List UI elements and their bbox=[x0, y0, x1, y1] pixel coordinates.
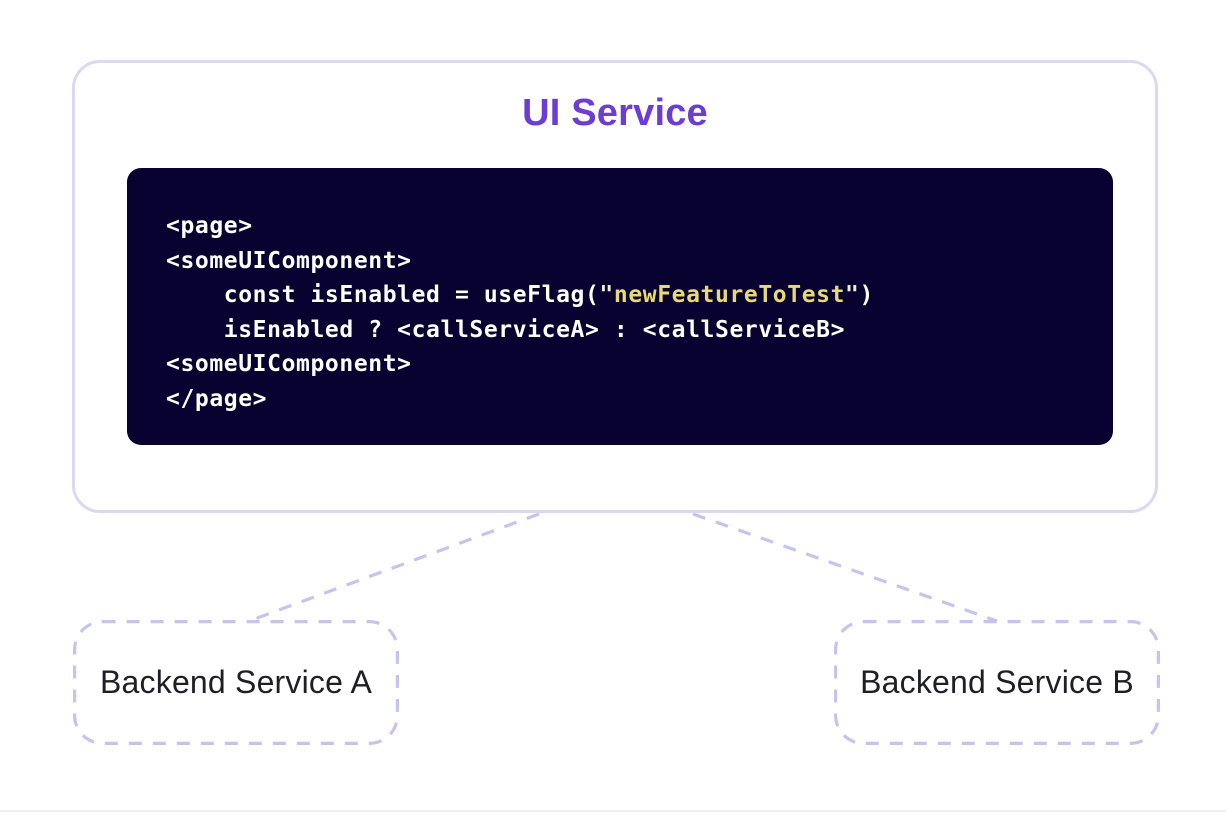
backend-service-a-node: Backend Service A bbox=[73, 620, 399, 745]
code-token: isEnabled ? <callServiceA> : <callServic… bbox=[166, 316, 846, 343]
code-line: <someUIComponent> bbox=[166, 244, 1083, 279]
ui-service-node: UI Service <page> <someUIComponent> const… bbox=[72, 60, 1158, 513]
code-token: newFeatureToTest bbox=[613, 282, 846, 309]
code-line: </page> bbox=[166, 382, 1083, 417]
code-token: const isEnabled = useFlag( bbox=[166, 282, 600, 309]
code-line: <someUIComponent> bbox=[166, 347, 1083, 382]
bottom-divider bbox=[0, 810, 1226, 812]
code-line: isEnabled ? <callServiceA> : <callServic… bbox=[166, 313, 1083, 348]
code-line: <page> bbox=[166, 209, 1083, 244]
ui-service-title: UI Service bbox=[522, 92, 708, 134]
code-token: <page> bbox=[166, 213, 253, 239]
backend-service-b-label: Backend Service B bbox=[860, 664, 1134, 700]
code-token: ) bbox=[859, 282, 874, 309]
code-token: " bbox=[599, 282, 614, 309]
code-line: const isEnabled = useFlag("newFeatureToT… bbox=[166, 278, 1083, 313]
backend-service-b-node: Backend Service B bbox=[834, 620, 1160, 745]
code-block: <page> <someUIComponent> const isEnabled … bbox=[127, 168, 1113, 445]
code-token: <someUIComponent> bbox=[166, 247, 412, 274]
backend-service-a-label: Backend Service A bbox=[100, 664, 372, 700]
code-token: <someUIComponent> bbox=[166, 351, 412, 378]
connector-to-service-a bbox=[248, 512, 540, 623]
connector-to-service-b bbox=[692, 512, 998, 623]
code-token: " bbox=[845, 282, 860, 309]
code-token: </page> bbox=[166, 385, 268, 412]
